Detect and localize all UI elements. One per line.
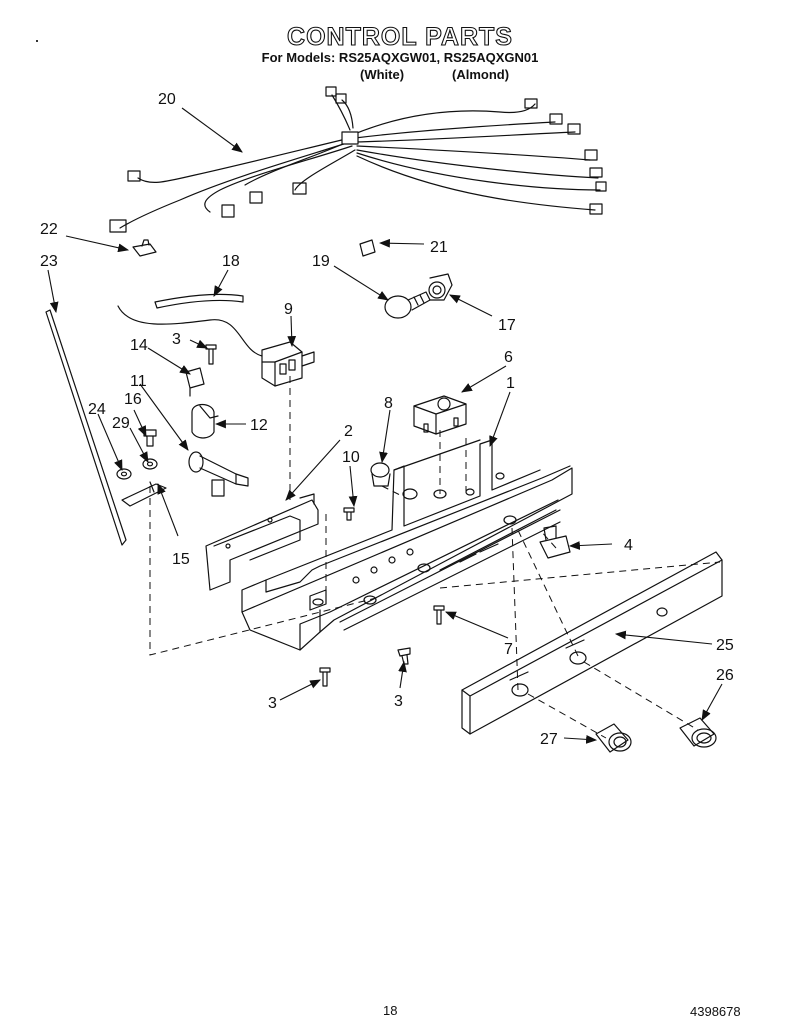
control-housing-part-1 bbox=[241, 439, 573, 651]
document-number: 4398678 bbox=[690, 1004, 741, 1019]
knob-part-27 bbox=[595, 723, 632, 753]
page-header: CONTROL PARTS For Models: RS25AQXGW01, R… bbox=[0, 23, 800, 66]
shaft-part-11 bbox=[188, 451, 249, 497]
callout-11: 11 bbox=[130, 373, 147, 390]
wiring-harness-part-20 bbox=[109, 86, 607, 233]
control-panel-part-25 bbox=[461, 551, 723, 735]
light-bulb-part-19 bbox=[384, 291, 431, 319]
callout-19: 19 bbox=[312, 253, 330, 270]
callout-8: 8 bbox=[384, 395, 393, 412]
callout-10: 10 bbox=[342, 449, 360, 466]
thermostat-part-9 bbox=[261, 341, 315, 387]
callout-15: 15 bbox=[172, 551, 190, 568]
callout-17: 17 bbox=[498, 317, 516, 334]
callout-12: 12 bbox=[250, 417, 268, 434]
socket-clip-part-21 bbox=[359, 239, 376, 257]
defrost-timer-part-6 bbox=[413, 395, 467, 435]
bracket-part-14 bbox=[185, 367, 205, 397]
callout-9: 9 bbox=[284, 301, 293, 318]
callout-29: 29 bbox=[112, 415, 130, 432]
mounting-plate-part-2 bbox=[205, 493, 319, 591]
callout-23: 23 bbox=[40, 253, 58, 270]
callout-27: 27 bbox=[540, 731, 558, 748]
callout-18: 18 bbox=[222, 253, 240, 270]
light-socket-part-17 bbox=[428, 273, 453, 301]
variant-white: (White) bbox=[360, 67, 405, 82]
strip-part-23 bbox=[45, 309, 127, 546]
callout-22: 22 bbox=[40, 221, 58, 238]
callout-labels: 20 22 23 21 19 18 17 9 3 14 11 12 24 16 … bbox=[40, 91, 734, 748]
fastener-group-24-16-29 bbox=[116, 429, 158, 480]
callout-2: 2 bbox=[344, 423, 353, 440]
light-housing-part-8 bbox=[370, 462, 391, 487]
knob-part-26 bbox=[679, 717, 717, 748]
screw-part-10 bbox=[343, 507, 355, 521]
callout-7: 7 bbox=[504, 641, 513, 658]
variant-almond: (Almond) bbox=[452, 67, 510, 82]
scan-mark bbox=[36, 40, 38, 42]
lever-part-15 bbox=[121, 481, 167, 507]
alignment-lines bbox=[149, 376, 721, 739]
screw-part-3-top bbox=[205, 344, 217, 365]
callout-26: 26 bbox=[716, 667, 734, 684]
leader-lines bbox=[47, 107, 723, 744]
page-title: CONTROL PARTS bbox=[286, 23, 513, 51]
callout-16: 16 bbox=[124, 391, 142, 408]
screw-part-3-bottom-right bbox=[397, 647, 411, 665]
page-number: 18 bbox=[383, 1003, 398, 1018]
callout-4: 4 bbox=[624, 537, 633, 554]
callout-24: 24 bbox=[88, 401, 106, 418]
callout-3-bottom-left: 3 bbox=[268, 695, 277, 712]
callout-25: 25 bbox=[716, 637, 734, 654]
callout-3-top: 3 bbox=[172, 331, 181, 348]
callout-14: 14 bbox=[130, 337, 148, 354]
callout-20: 20 bbox=[158, 91, 176, 108]
models-line: For Models: RS25AQXGW01, RS25AQXGN01 bbox=[261, 50, 539, 65]
callout-3-bottom-right: 3 bbox=[394, 693, 403, 710]
callout-6: 6 bbox=[504, 349, 513, 366]
switch-part-4 bbox=[539, 525, 571, 559]
clip-part-22 bbox=[132, 239, 157, 257]
screw-part-3-bottom-left bbox=[319, 667, 331, 687]
callout-1: 1 bbox=[506, 375, 515, 392]
tube-part-18 bbox=[154, 293, 244, 309]
callout-21: 21 bbox=[430, 239, 448, 256]
screw-part-7 bbox=[433, 605, 445, 625]
clamp-part-12 bbox=[191, 403, 219, 439]
